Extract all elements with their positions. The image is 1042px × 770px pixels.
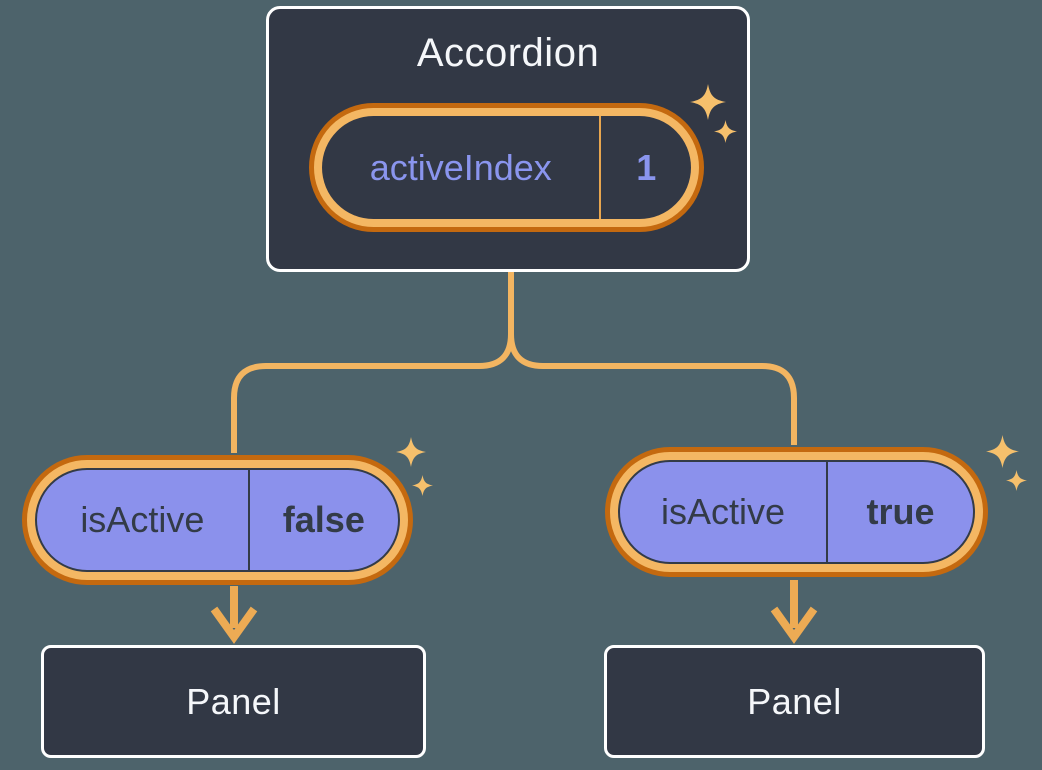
pill-divider xyxy=(247,470,250,570)
prop-label: isActive xyxy=(660,491,785,532)
state-pill-activeindex: activeIndex 1 xyxy=(309,103,704,232)
state-label: activeIndex xyxy=(369,146,552,188)
down-arrow-left-icon xyxy=(210,586,258,644)
sparkle-icon xyxy=(986,435,1019,468)
state-pill-body: activeIndex 1 xyxy=(322,116,691,219)
pill-divider xyxy=(599,116,602,219)
prop-pill-body: isActive false xyxy=(35,468,400,572)
prop-pill-isactive-left: isActive false xyxy=(22,455,413,585)
accordion-title: Accordion xyxy=(416,31,600,75)
panel-box-left: Panel xyxy=(41,645,426,758)
panel-box-right: Panel xyxy=(604,645,985,758)
pill-divider xyxy=(825,462,828,562)
prop-label: isActive xyxy=(80,499,205,540)
prop-value: true xyxy=(866,491,935,532)
prop-pill-isactive-right: isActive true xyxy=(605,447,988,577)
sparkle-icon xyxy=(396,437,426,467)
state-value: 1 xyxy=(636,146,657,188)
panel-label: Panel xyxy=(186,680,281,722)
prop-value: false xyxy=(282,499,365,540)
sparkle-icon xyxy=(1006,470,1027,491)
wire-left-branch xyxy=(231,272,514,453)
wire-right-branch xyxy=(508,272,797,445)
prop-pill-body: isActive true xyxy=(618,460,975,564)
panel-label: Panel xyxy=(747,680,842,722)
sparkle-icon xyxy=(412,475,433,496)
down-arrow-right-icon xyxy=(770,580,818,644)
